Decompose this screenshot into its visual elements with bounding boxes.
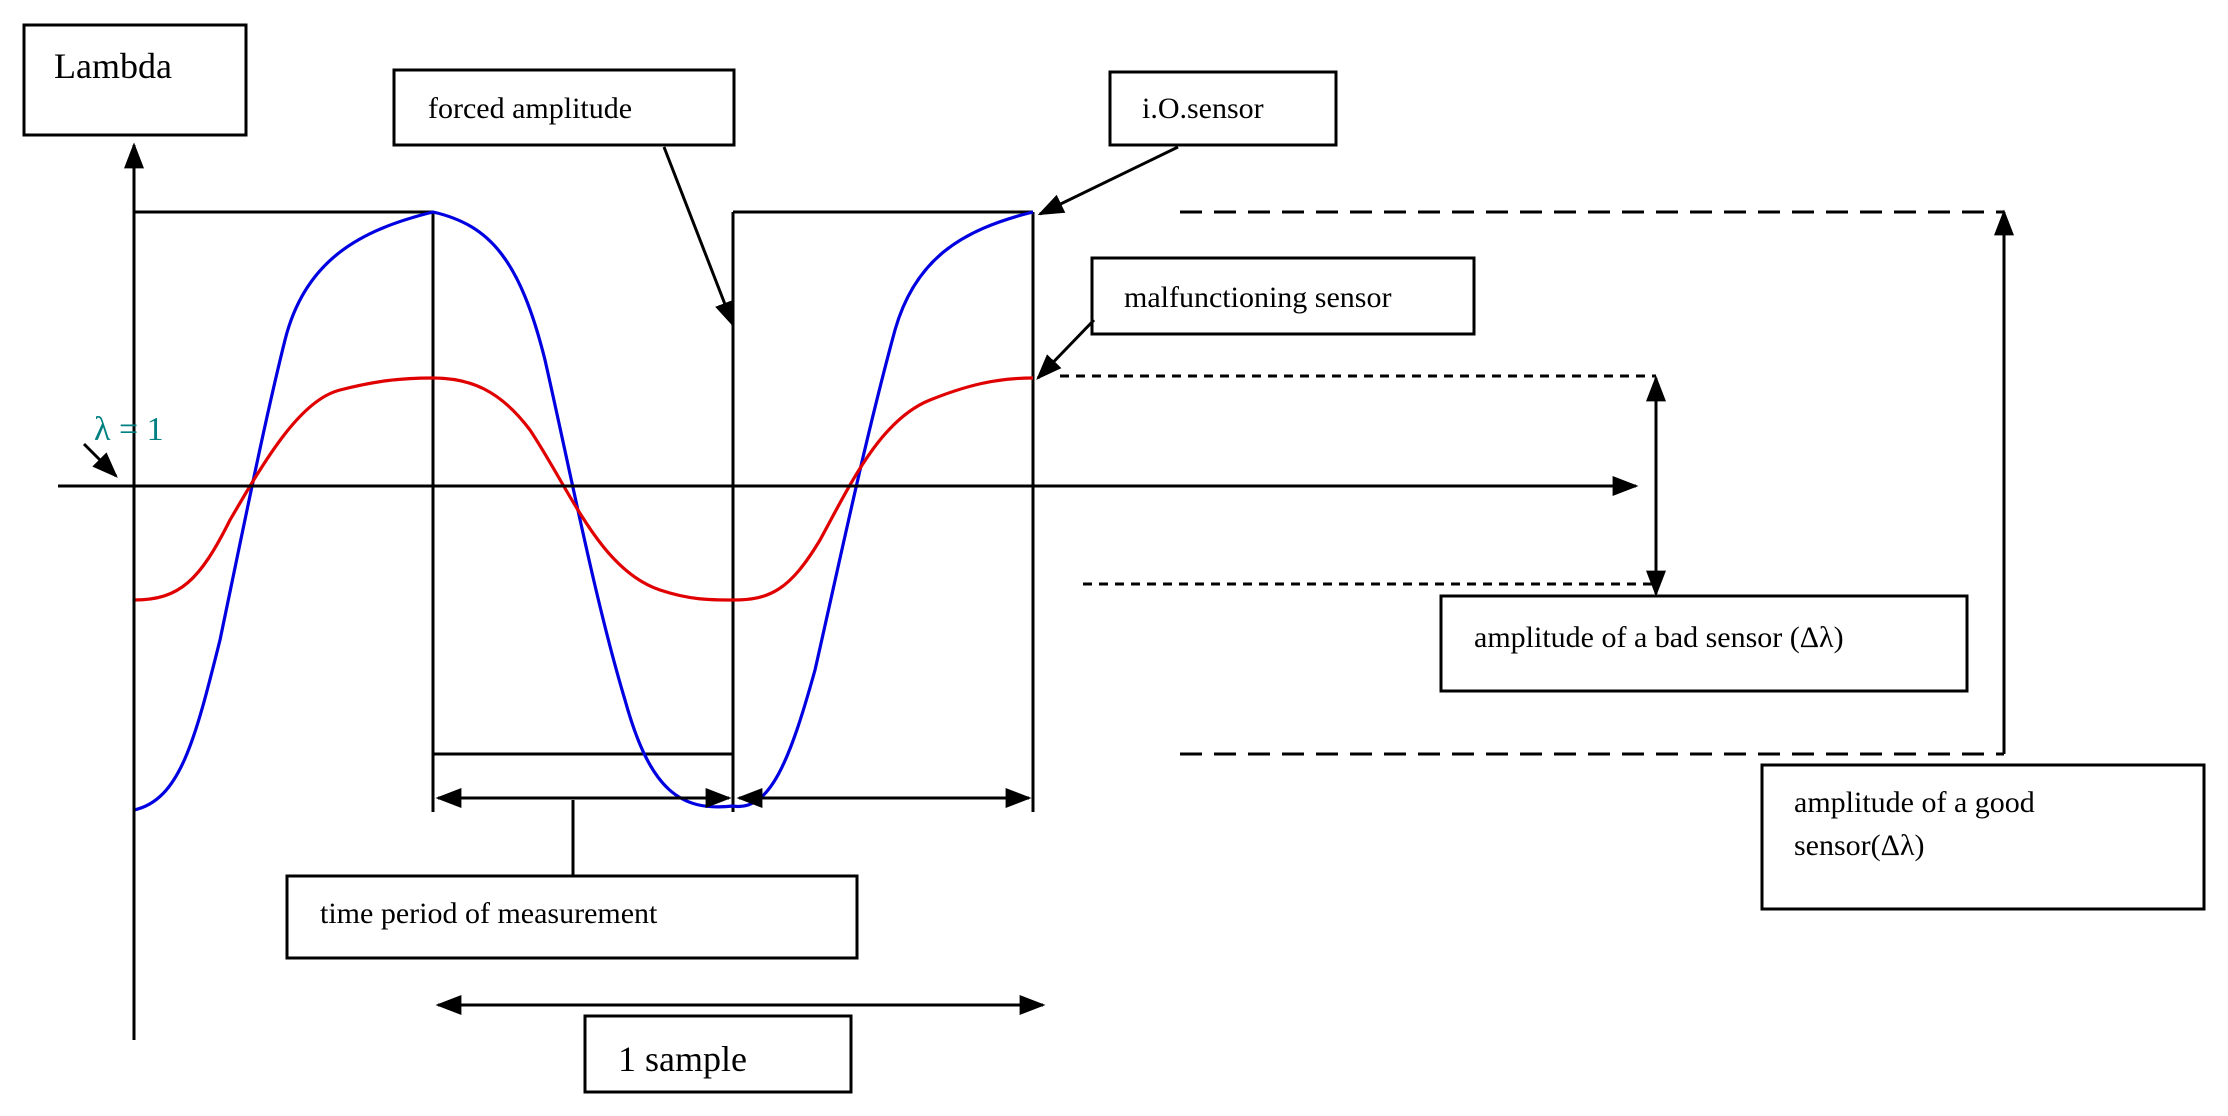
one-sample-label-box	[583, 1014, 853, 1094]
bad-sensor-amplitude-label-box	[1439, 594, 1969, 693]
time-period-label-box	[285, 874, 859, 960]
one-sample-label: 1 sample	[618, 1039, 747, 1079]
lambda-equals-one-label: λ = 1	[94, 411, 164, 448]
malfunctioning-sensor-label-box	[1090, 256, 1476, 336]
malfunctioning-sensor-curve	[133, 376, 1034, 602]
lambda-axis-label: Lambda	[54, 46, 172, 86]
forced-amplitude-pointer	[662, 146, 735, 328]
io-sensor-label-box	[1108, 70, 1338, 147]
forced-amplitude-label-box	[392, 68, 736, 147]
bad-sensor-amplitude-label: amplitude of a bad sensor (Δλ)	[1474, 621, 1844, 654]
lambda-equals-one-pointer	[82, 442, 118, 478]
forced-amplitude-label: forced amplitude	[428, 92, 632, 125]
forced-amplitude-square-wave	[134, 210, 1035, 812]
io-sensor-label: i.O.sensor	[1142, 92, 1264, 125]
lambda-axis-label-box	[22, 23, 248, 137]
malfunctioning-sensor-pointer	[1036, 318, 1096, 380]
io-sensor-curve	[133, 210, 1034, 812]
time-period-label: time period of measurement	[320, 897, 658, 930]
axes	[58, 142, 1639, 1040]
malfunctioning-sensor-label: malfunctioning sensor	[1124, 281, 1391, 314]
good-sensor-amplitude-label-box	[1760, 763, 2206, 911]
io-sensor-pointer	[1037, 145, 1179, 216]
good-sensor-amplitude-label-line1: amplitude of a good	[1794, 786, 2035, 819]
good-sensor-amplitude-label-line2: sensor(Δλ)	[1794, 829, 1924, 862]
